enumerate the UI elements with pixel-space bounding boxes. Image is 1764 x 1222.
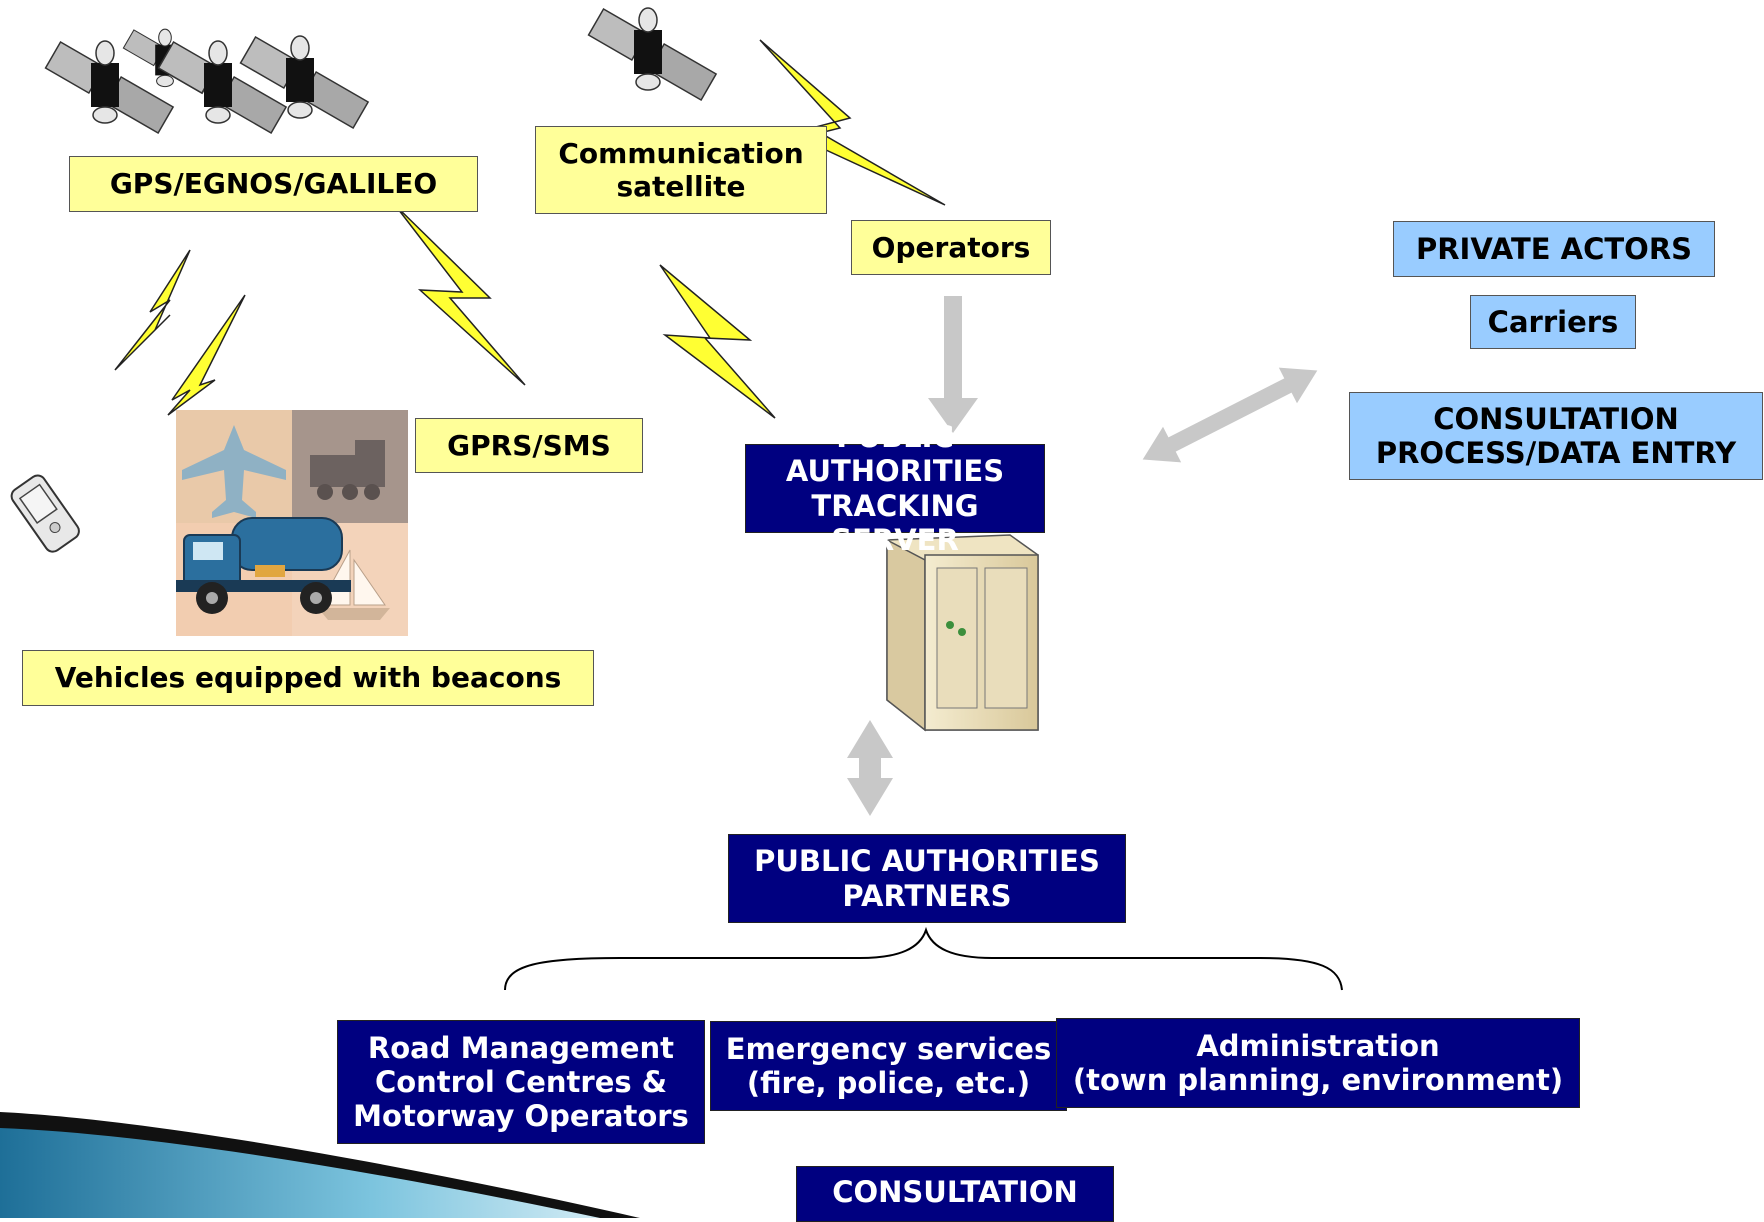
slide-decoration-edge xyxy=(0,1112,640,1218)
partners-brace xyxy=(504,926,1343,991)
mobile-phone-icon xyxy=(10,474,80,553)
slide-decoration xyxy=(0,1120,620,1218)
private-actors-label: PRIVATE ACTORS xyxy=(1393,221,1715,277)
transport-clipart xyxy=(176,410,408,636)
administration-label: Administration (town planning, environme… xyxy=(1056,1018,1580,1108)
operators-label: Operators xyxy=(851,220,1051,275)
gps-egnos-galileo-label: GPS/EGNOS/GALILEO xyxy=(69,156,478,212)
road-management-label: Road Management Control Centres & Motorw… xyxy=(337,1020,705,1144)
lightning-icon xyxy=(759,39,946,206)
carriers-label: Carriers xyxy=(1470,295,1636,349)
satellite-icon xyxy=(587,7,717,101)
partners-label: PUBLIC AUTHORITIES PARTNERS xyxy=(728,834,1126,923)
gprs-sms-label: GPRS/SMS xyxy=(415,418,643,473)
lightning-icon xyxy=(167,294,246,416)
tracking-server-label: PUBLIC AUTHORITIES TRACKING SERVER xyxy=(745,420,1045,557)
server-icon xyxy=(886,534,1039,732)
arrow-operators-to-server xyxy=(928,296,978,433)
arrow-server-partners xyxy=(847,720,893,816)
lightning-icon xyxy=(659,264,776,419)
lightning-icon xyxy=(114,249,191,371)
communication-satellite-label: Communication satellite xyxy=(535,126,827,214)
consultation-label: CONSULTATION xyxy=(796,1166,1114,1222)
lightning-icon xyxy=(394,204,526,386)
arrow-server-private-actors xyxy=(1142,367,1318,463)
consultation-data-entry-label: CONSULTATION PROCESS/DATA ENTRY xyxy=(1349,392,1763,480)
vehicles-label: Vehicles equipped with beacons xyxy=(22,650,594,706)
emergency-services-label: Emergency services (fire, police, etc.) xyxy=(710,1021,1067,1111)
